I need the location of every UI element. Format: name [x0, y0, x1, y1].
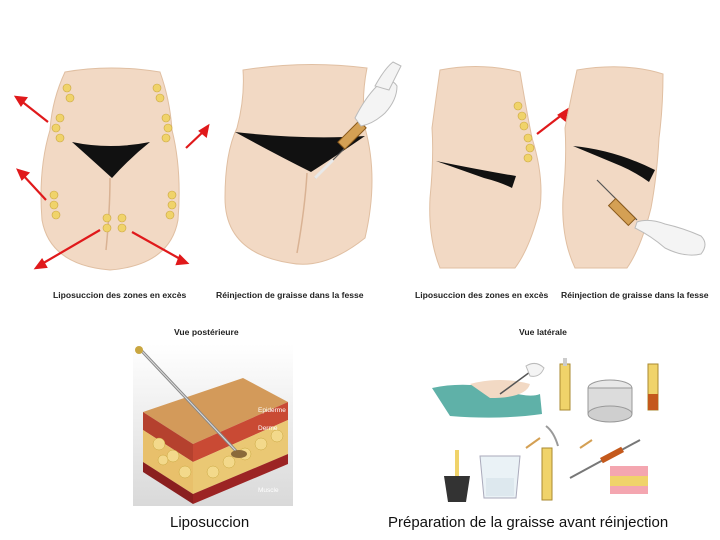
- posterior-liposuction-illustration: [10, 60, 210, 275]
- caption-posterior-liposuction: Liposuccion des zones en excès: [53, 290, 187, 300]
- view-label-posterior: Vue postérieure: [174, 327, 239, 337]
- red-arrows: [13, 95, 210, 270]
- lateral-liposuction-illustration: [420, 58, 560, 273]
- label-derme: Derme: [258, 425, 278, 432]
- posterior-reinjection-illustration: [215, 58, 415, 273]
- caption-liposuccion: Liposuccion: [170, 514, 250, 531]
- syringe: [313, 120, 367, 180]
- caption-posterior-reinjection: Réinjection de graisse dans la fesse: [216, 290, 364, 300]
- gloved-hand: [354, 61, 402, 127]
- underwear-line: [573, 146, 655, 182]
- liposuction-tissue-illustration: Epiderme Derme Muscle: [133, 344, 293, 506]
- gloved-hand: [634, 219, 706, 256]
- lateral-reinjection-illustration: [525, 58, 715, 283]
- fat-zones: [513, 101, 535, 163]
- red-arrow: [536, 107, 569, 135]
- fat-layers-block: [610, 466, 648, 494]
- syringe-tube-1: [559, 358, 571, 411]
- underwear: [72, 142, 150, 178]
- label-epiderme: Epiderme: [258, 407, 286, 414]
- underwear: [235, 132, 365, 172]
- syringe: [596, 179, 638, 227]
- label-muscle: Muscle: [258, 487, 279, 494]
- patient-drape: [432, 362, 545, 418]
- beaker-icon: [479, 455, 521, 499]
- centrifuge-icon: [587, 379, 633, 423]
- caption-lateral-liposuction: Liposuccion des zones en excès: [415, 290, 549, 300]
- transfer-syringe: [569, 439, 641, 479]
- fat-zones: [49, 83, 177, 233]
- body-silhouette: [429, 65, 542, 269]
- body-silhouette: [562, 66, 664, 269]
- cup-icon: [444, 450, 470, 502]
- syringe-tube-2: [647, 363, 659, 411]
- caption-lateral-reinjection: Réinjection de graisse dans la fesse: [561, 290, 709, 300]
- caption-preparation: Préparation de la graisse avant réinject…: [388, 514, 669, 531]
- view-label-lateral: Vue latérale: [519, 327, 567, 337]
- underwear-line: [436, 161, 516, 188]
- syringe-tube-3: [541, 425, 559, 501]
- fat-preparation-illustration: [430, 358, 670, 508]
- cannula: [135, 346, 247, 458]
